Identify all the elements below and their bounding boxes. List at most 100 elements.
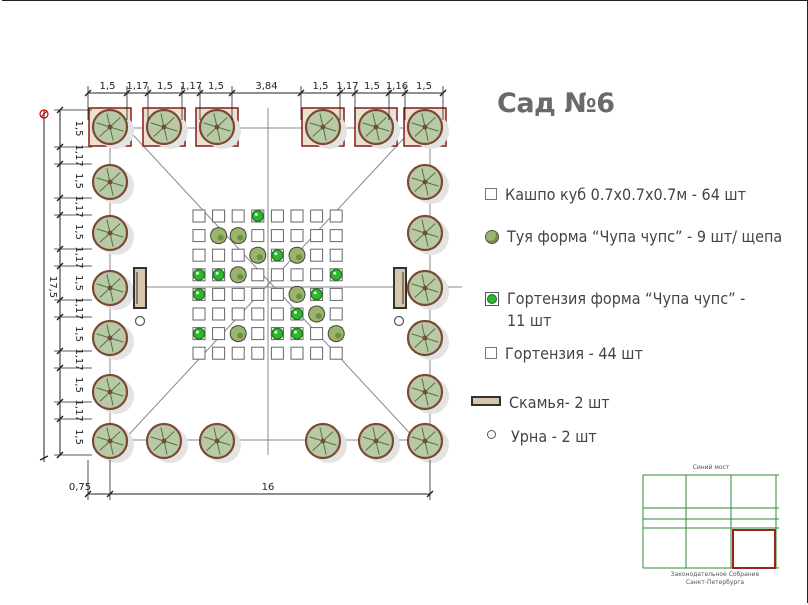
planter-cube (212, 327, 226, 341)
benches (133, 267, 407, 327)
tree (354, 107, 400, 149)
tree-trunk (107, 124, 113, 130)
hydrangea-plant (193, 327, 205, 340)
dim-tick (56, 415, 64, 423)
legend-label: Урна - 2 шт (511, 427, 597, 446)
dim-label-top: 3,84 (255, 81, 277, 92)
thuja-shade (315, 313, 322, 319)
tree (91, 319, 134, 360)
tree-trunk (107, 285, 113, 291)
dim-label-left: 1,5 (73, 121, 84, 137)
planter-cube (329, 346, 343, 360)
legend-item-planter: Кашпо куб 0.7х0.7х0.7м - 64 шт (485, 184, 746, 206)
tree (304, 422, 347, 463)
hydrangea-plant (193, 268, 205, 281)
planter-cube (270, 307, 284, 321)
dim-label-top: 1,17 (180, 81, 202, 92)
hydrangea-highlight (294, 330, 297, 334)
legend-label: Туя форма “Чупа чупс” - 9 шт/ щепа (507, 227, 783, 246)
planter-cube (329, 248, 343, 262)
dim-label-top: 1,5 (100, 81, 116, 92)
planter-cube (329, 209, 343, 223)
hydrangea-highlight (274, 330, 278, 334)
planter-cube (329, 307, 343, 321)
planter-cube (231, 248, 245, 262)
hydrangea-plant (251, 210, 264, 222)
hydrangea-highlight (196, 291, 199, 295)
tree (145, 422, 188, 463)
dim-tick (351, 89, 359, 97)
site-map-top-label: Синий мост (692, 464, 730, 471)
hydrangea-plant (193, 288, 205, 301)
planter-cube (329, 229, 343, 243)
tree (91, 214, 134, 255)
tree (406, 319, 449, 360)
hydrangea-highlight (294, 311, 297, 314)
dim-tick (56, 451, 64, 459)
hydrangea-plant (271, 249, 284, 262)
dim-label-bottom: 0,75 (69, 482, 91, 493)
dim-tick (56, 313, 64, 321)
dim-tick (106, 490, 114, 498)
dim-label-top: 1,5 (313, 81, 329, 92)
tree-trunk (214, 438, 220, 444)
tree (142, 107, 188, 149)
hydrangea-plant (291, 327, 303, 340)
tree (406, 422, 449, 463)
planter-cube (192, 248, 206, 262)
dim-tick (56, 194, 64, 202)
legend-label: Гортензия форма “Чупа чупс” - 11 шт (507, 289, 746, 330)
site-map-bottom-label: Законодательное Собрание Санкт-Петербург… (630, 571, 800, 587)
origin-marker-slash (40, 110, 48, 118)
tree-trunk (107, 438, 113, 444)
hydrangea-plant (212, 268, 225, 281)
planter-cube (212, 307, 226, 321)
hydrangea-highlight (313, 291, 317, 295)
dim-tick (56, 245, 64, 253)
hydrangea-square-icon (485, 347, 497, 359)
thuja-shade (296, 254, 302, 261)
planter-cube (270, 268, 284, 282)
dim-tick (144, 89, 152, 97)
guide-line (109, 109, 431, 456)
planter-cube (231, 307, 245, 321)
hydrangea-chupa-icon (485, 292, 499, 306)
dim-tick (385, 89, 393, 97)
tree-trunk (422, 230, 428, 236)
legend-label: Гортензия - 44 шт (505, 344, 643, 363)
tree-trunk (422, 285, 428, 291)
planter-cube (212, 287, 226, 301)
site-location-map: Синий мост (641, 464, 781, 576)
dim-label-left: 1,5 (73, 224, 84, 240)
hydrangea-plant (271, 327, 284, 340)
bench-icon (471, 396, 501, 406)
dim-label-top: 1,5 (157, 81, 173, 92)
planter-cube (251, 346, 265, 360)
tree (403, 107, 449, 149)
planter-cube (310, 229, 324, 243)
planter-grid (192, 209, 345, 360)
planter-cube (192, 346, 206, 360)
thuja-shade (237, 234, 244, 241)
planter-cube (251, 229, 265, 243)
planter-cube (251, 287, 265, 301)
tree-trunk (373, 124, 379, 130)
dim-label-bottom: 16 (262, 482, 275, 493)
tree-trunk (161, 438, 167, 444)
tree (91, 269, 134, 310)
thuja-shade (296, 293, 302, 300)
tree-trunk (161, 124, 167, 130)
tree-trunk (214, 124, 220, 130)
planter-cube (290, 346, 304, 360)
thuja-shade (335, 332, 342, 339)
legend-item-thuja: Туя форма “Чупа чупс” - 9 шт/ щепа (485, 226, 790, 248)
hydrangea-plant (310, 288, 323, 301)
planter-cube (192, 209, 206, 223)
legend-label: Скамья- 2 шт (509, 393, 610, 412)
planter-cube (310, 248, 324, 262)
hydrangea-highlight (196, 330, 199, 334)
planter-cube (270, 346, 284, 360)
dim-label-left: 1,5 (73, 429, 84, 445)
planter-cube (251, 268, 265, 282)
